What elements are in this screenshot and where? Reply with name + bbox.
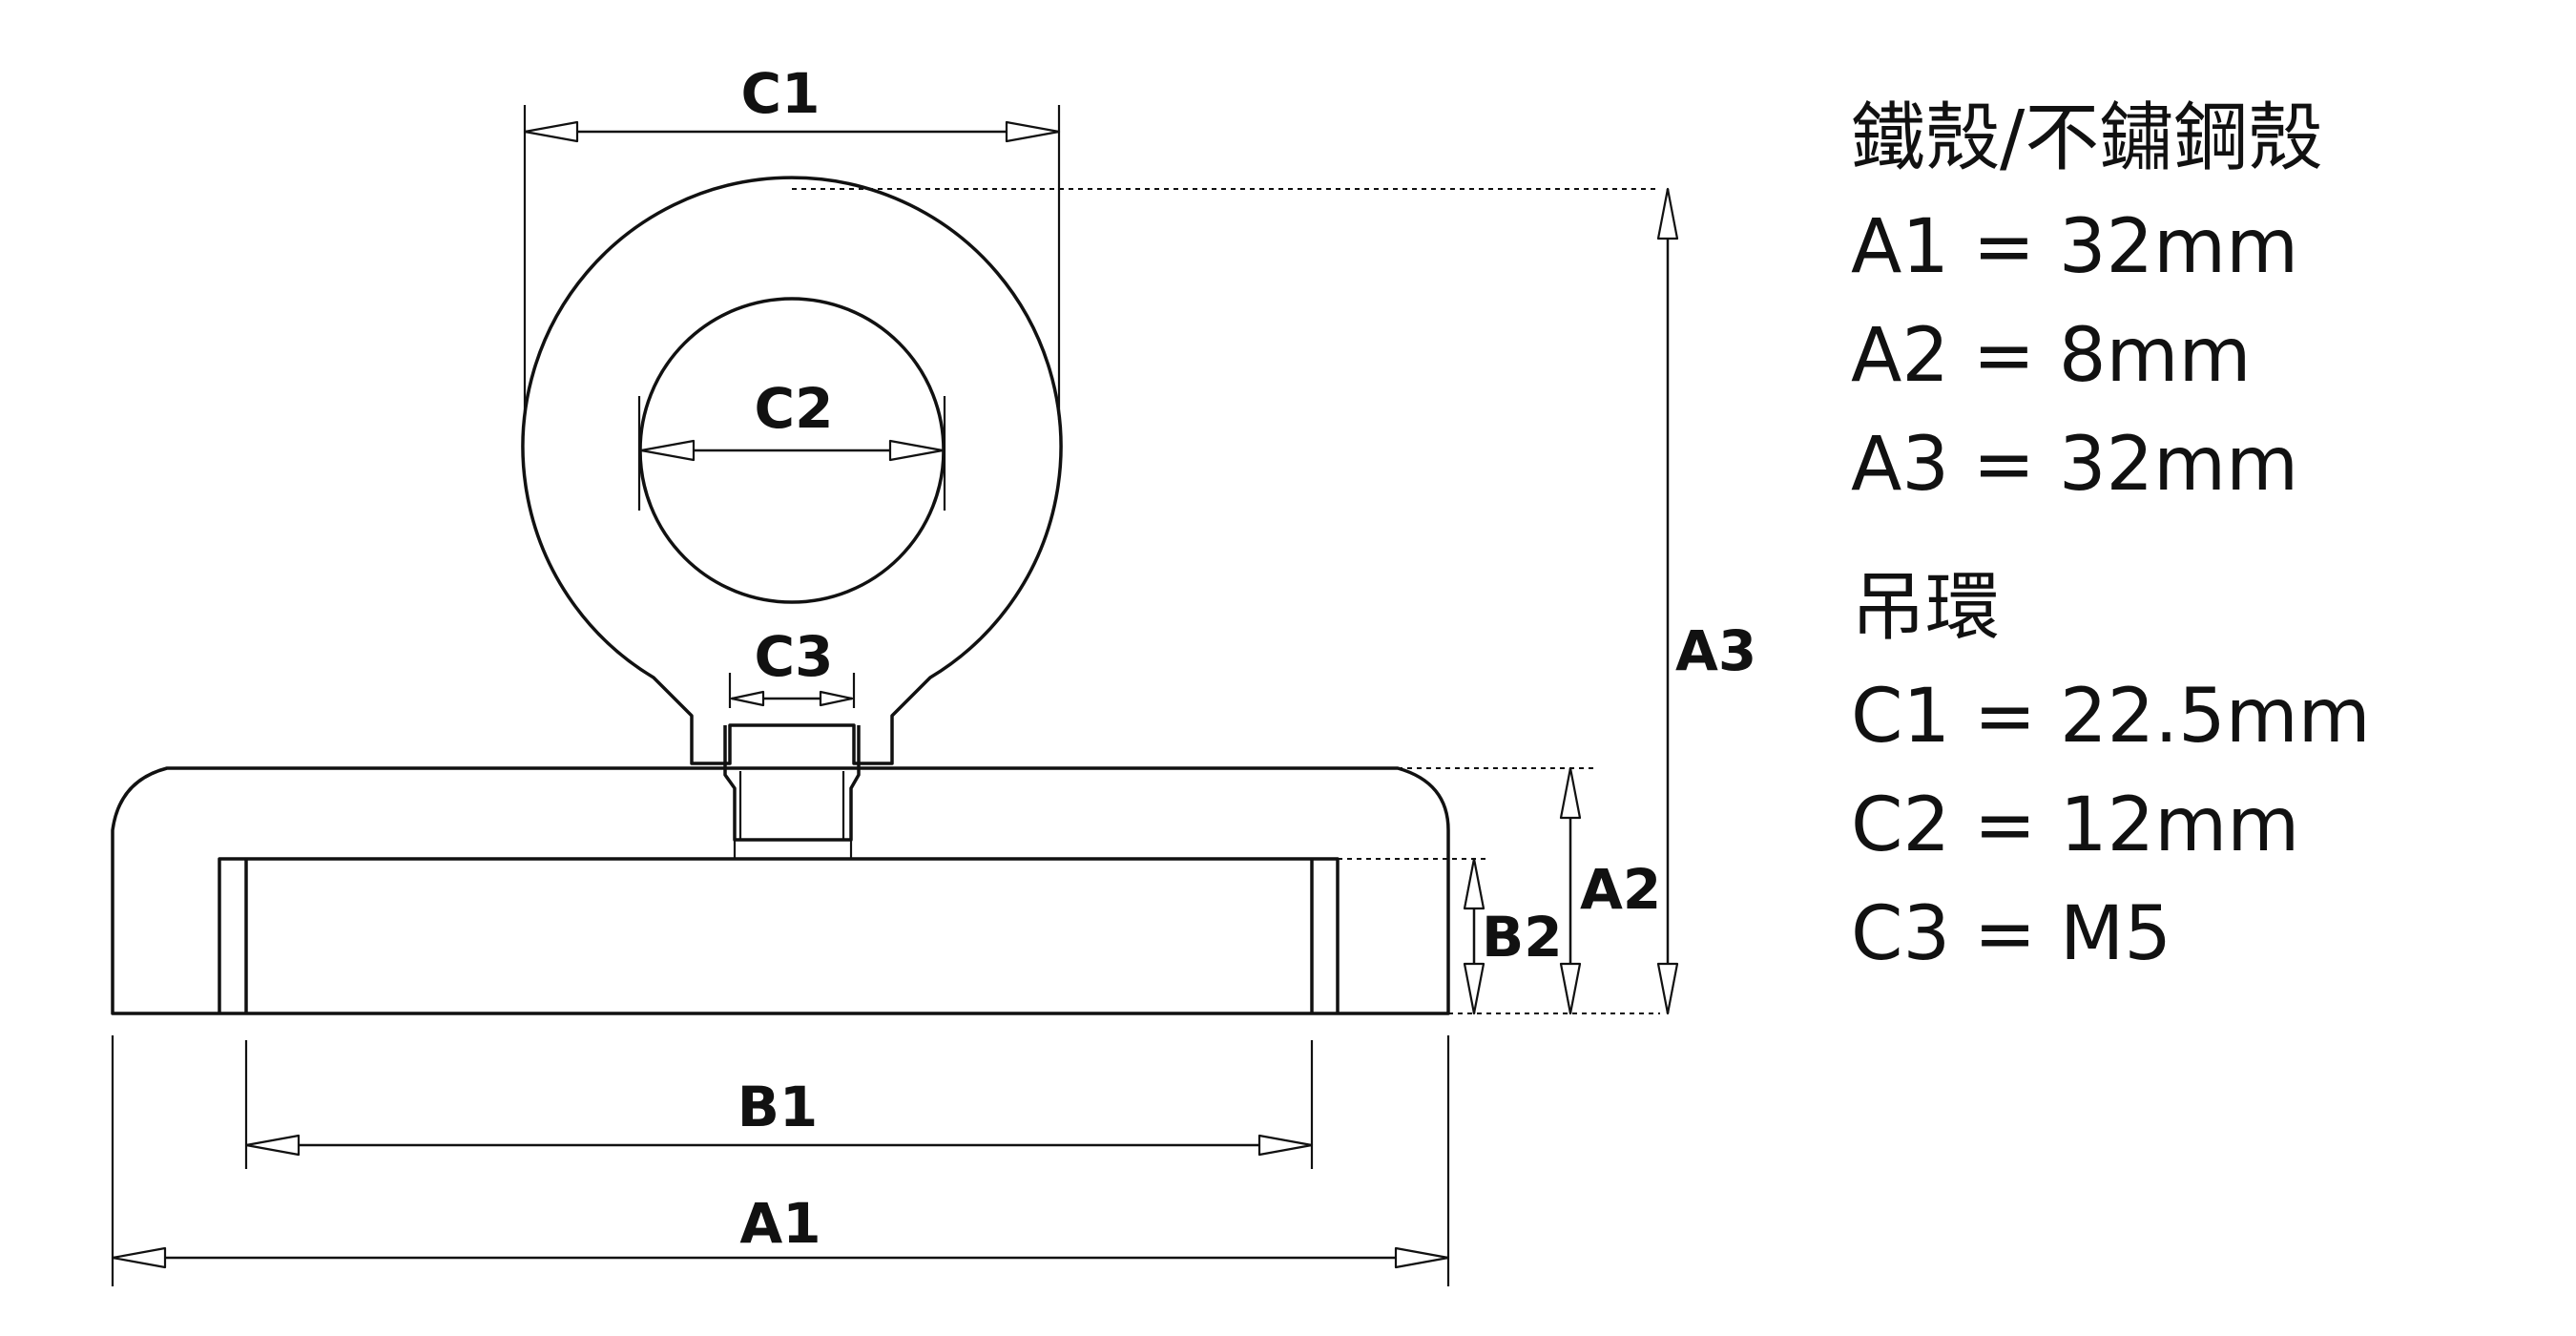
dim-b2 [1463,857,1485,1015]
spec-gap [1851,519,2371,553]
spec-list: 鐵殼/不鏽鋼殼 A1 = 32mm A2 = 8mm A3 = 32mm 吊環 … [1851,84,2371,989]
magnet-recess [218,857,1340,1013]
spec-c2: C2 = 12mm [1851,783,2300,868]
dim-b1 [244,1134,1314,1157]
dim-label-c2: C2 [755,376,834,441]
spec-a3: A3 = 32mm [1851,422,2299,508]
eye-ring-outer [521,176,1063,765]
dim-label-b2: B2 [1482,905,1563,970]
dim-a1 [111,1246,1450,1269]
spec-a2: A2 = 8mm [1851,313,2252,399]
dim-label-b1: B1 [737,1075,819,1139]
dim-label-c1: C1 [741,61,821,126]
dim-c1 [523,120,1061,143]
dim-a3 [1656,187,1679,1015]
dim-label-a2: A2 [1580,857,1661,922]
dim-c2 [639,439,945,462]
dim-label-a1: A1 [739,1191,821,1256]
spec-a1: A1 = 32mm [1851,204,2299,290]
spec-c3: C3 = M5 [1851,891,2171,977]
spec-c1: C1 = 22.5mm [1851,674,2371,760]
shell-heading: 鐵殼/不鏽鋼殼 [1851,95,2323,181]
magnet-housing [111,766,1450,1015]
dim-a2 [1559,766,1582,1015]
dim-label-c3: C3 [755,624,834,689]
dim-c3 [730,690,854,707]
ring-heading: 吊環 [1851,565,2001,651]
threaded-shank [723,725,861,842]
dim-label-a3: A3 [1675,618,1756,683]
